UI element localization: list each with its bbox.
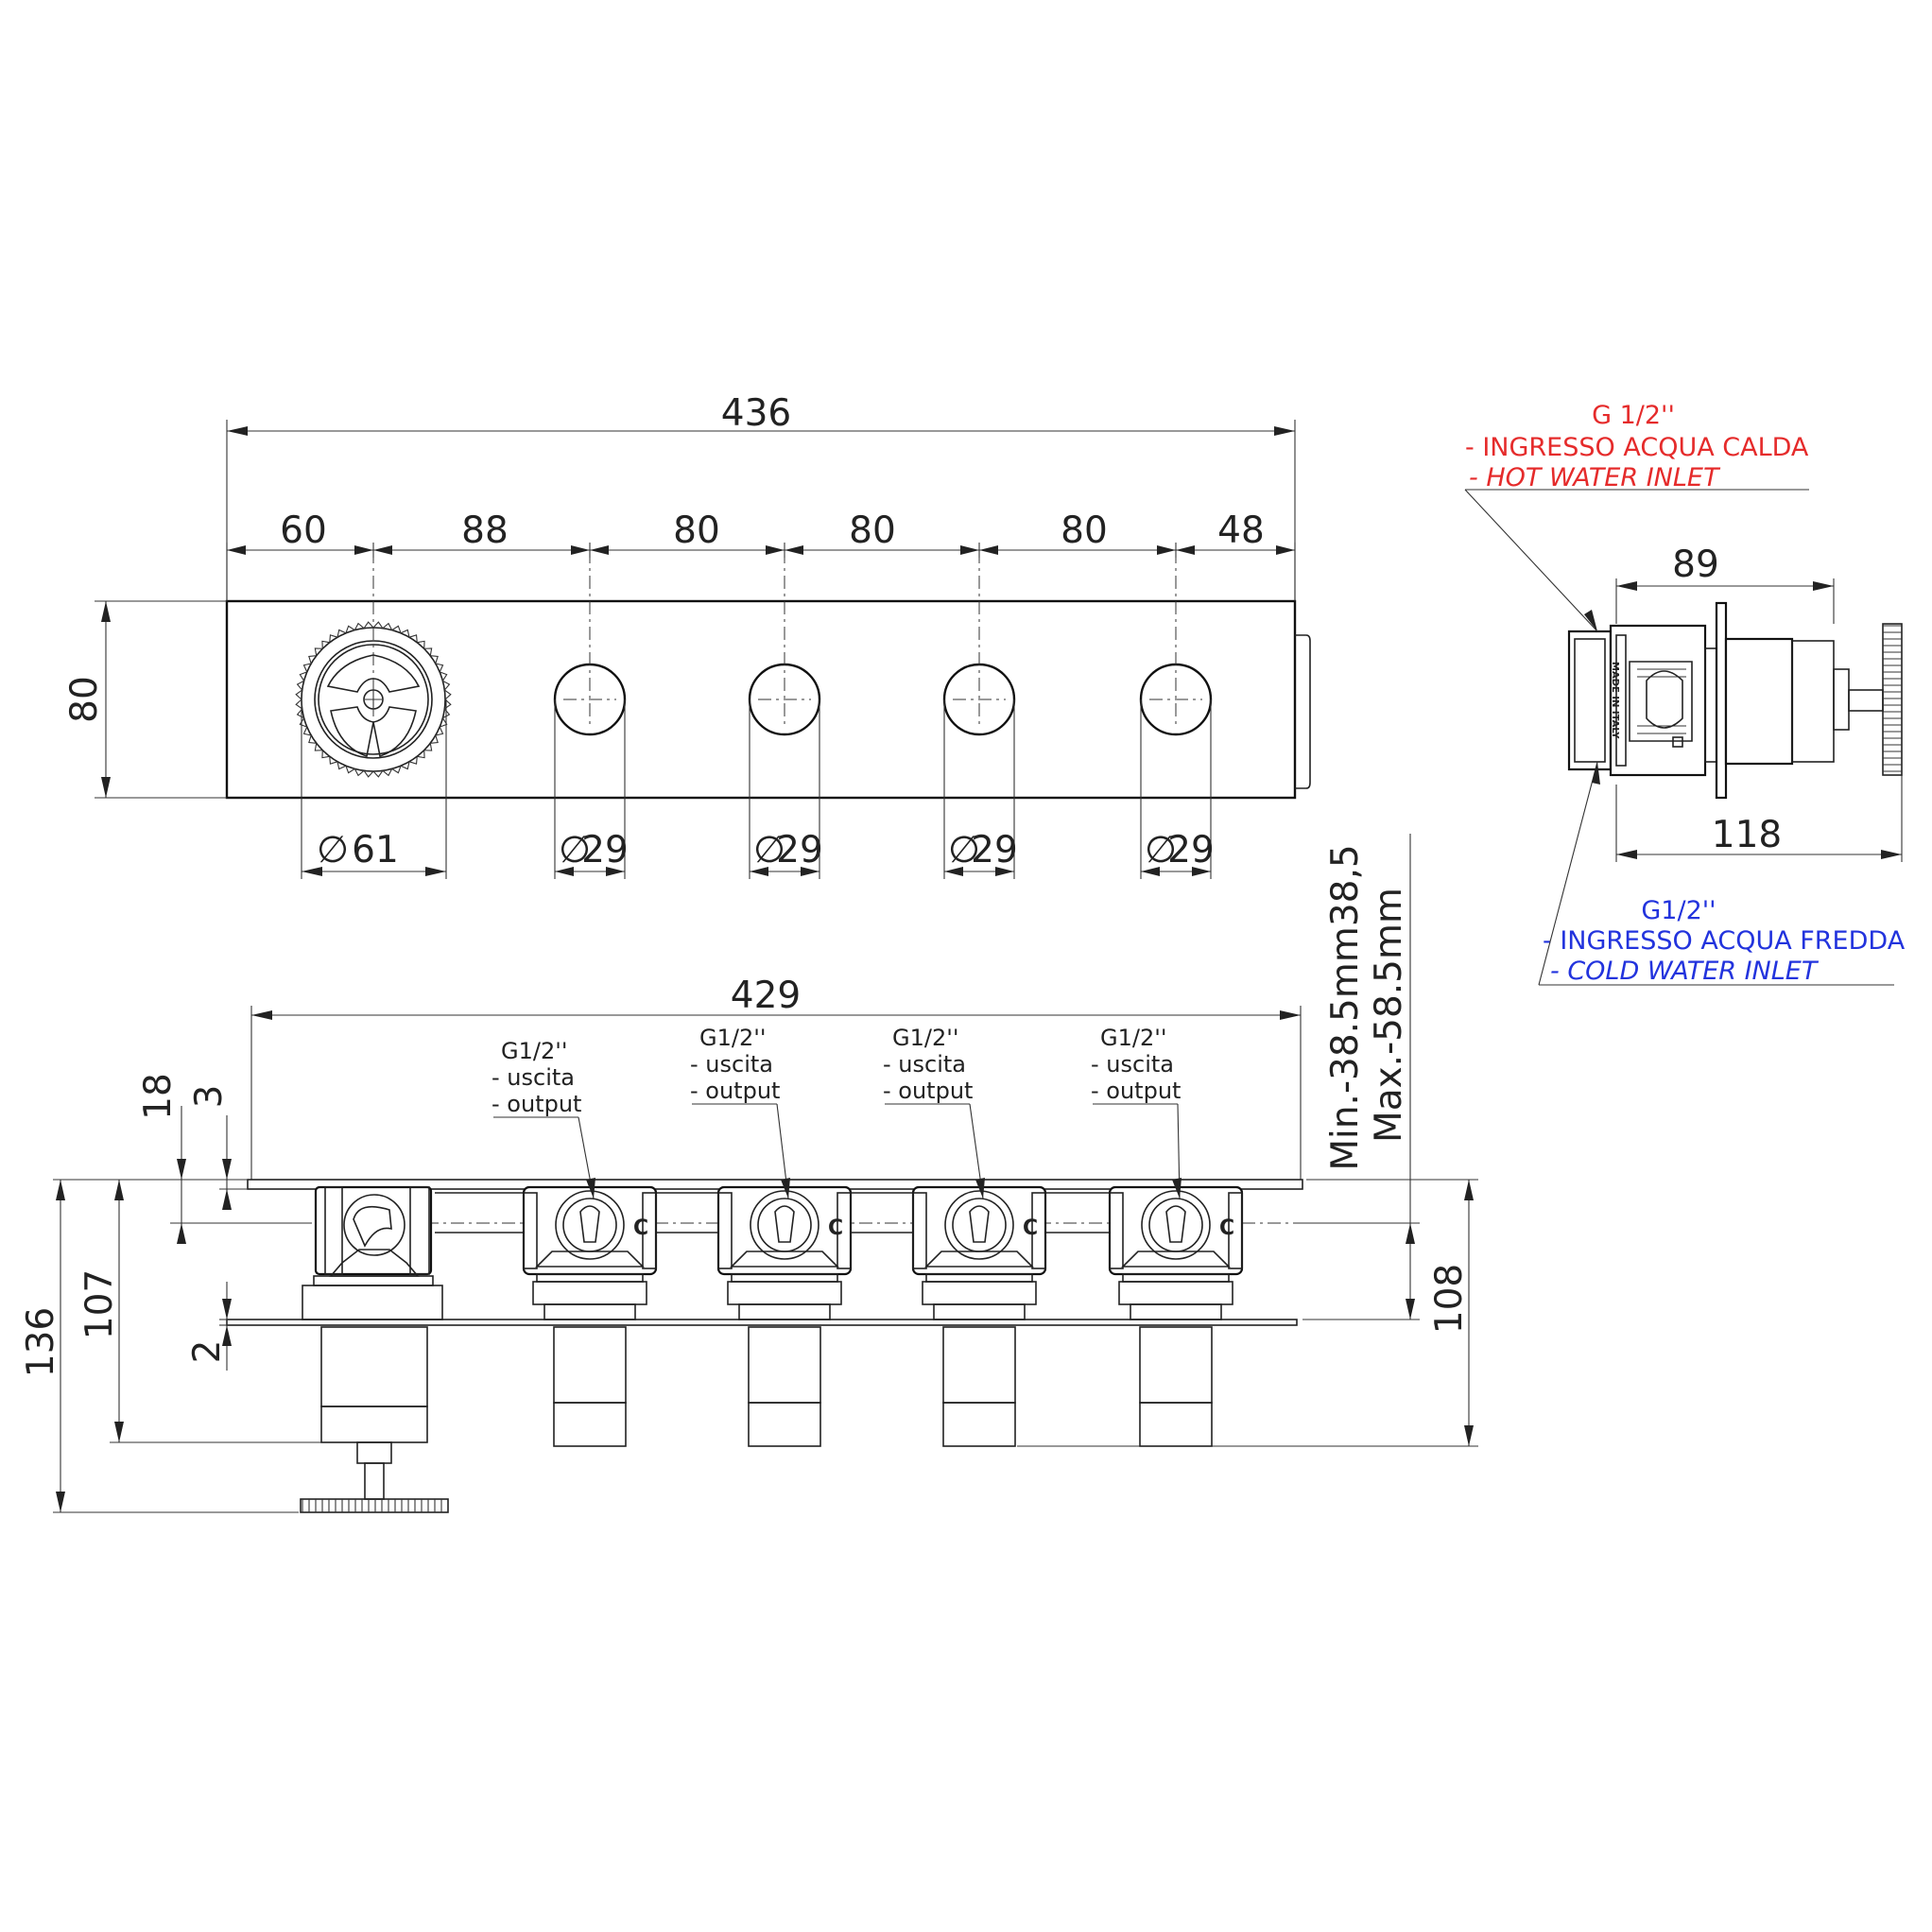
dim-136: 136 bbox=[20, 1307, 62, 1377]
knob-diameter-value: 29 bbox=[581, 829, 629, 871]
dim-3: 3 bbox=[188, 1085, 231, 1109]
output-label: G1/2''- uscita- output bbox=[492, 1038, 595, 1199]
output-thread: G1/2'' bbox=[892, 1025, 958, 1051]
cold-inlet-en: - COLD WATER INLET bbox=[1550, 957, 1820, 986]
dim-89: 89 bbox=[1672, 543, 1719, 586]
dim-2: 2 bbox=[186, 1340, 229, 1364]
dim-seg-2: 88 bbox=[461, 509, 509, 552]
cold-inlet-it: - INGRESSO ACQUA FREDDA bbox=[1543, 926, 1906, 956]
front-knob bbox=[748, 550, 821, 736]
dim-overall-width-bottom: 429 bbox=[731, 975, 801, 1017]
output-valve-mark: C bbox=[1219, 1216, 1234, 1240]
front-view: 436 60 88 80 80 80 48 80 bbox=[63, 392, 1311, 879]
hot-inlet-label: G 1/2'' - INGRESSO ACQUA CALDA - HOT WAT… bbox=[1464, 401, 1809, 632]
output-label: G1/2''- uscita- output bbox=[1091, 1025, 1182, 1199]
output-valve: C bbox=[1108, 1185, 1244, 1447]
dim-108: 108 bbox=[1428, 1264, 1471, 1334]
made-in-italy-stamp: MADE IN ITALY bbox=[1610, 662, 1620, 739]
dim-107: 107 bbox=[78, 1269, 121, 1339]
output-en: - output bbox=[883, 1078, 973, 1104]
knob-diameter-value: 29 bbox=[1167, 829, 1215, 871]
knob-diameter-dim: ∅29 bbox=[554, 699, 629, 879]
hot-inlet-it: - INGRESSO ACQUA CALDA bbox=[1465, 433, 1809, 462]
output-it: - uscita bbox=[492, 1064, 575, 1091]
output-label: G1/2''- uscita- output bbox=[690, 1025, 790, 1199]
knob-diameter-symbol: ∅ bbox=[559, 829, 591, 871]
output-label: G1/2''- uscita- output bbox=[883, 1025, 985, 1199]
cold-inlet-label: G1/2'' - INGRESSO ACQUA FREDDA - COLD WA… bbox=[1538, 761, 1906, 986]
output-valve-mark: C bbox=[1023, 1216, 1038, 1240]
output-en: - output bbox=[690, 1078, 780, 1104]
dim-main-diameter: 61 bbox=[352, 829, 399, 871]
bottom-view: 429 136 107 18 3 2 bbox=[20, 834, 1478, 1513]
front-plate bbox=[225, 599, 1297, 800]
dim-118: 118 bbox=[1712, 814, 1782, 856]
cold-inlet-thread: G1/2'' bbox=[1641, 896, 1716, 925]
dim-front-height: 80 bbox=[63, 676, 106, 723]
hot-inlet-thread: G 1/2'' bbox=[1592, 401, 1675, 430]
side-valve-body: MADE IN ITALY bbox=[1567, 601, 1903, 800]
output-thread: G1/2'' bbox=[699, 1025, 766, 1051]
dim-seg-5: 80 bbox=[1061, 509, 1108, 552]
front-knob bbox=[942, 550, 1016, 736]
knob-diameter-value: 29 bbox=[776, 829, 823, 871]
dim-seg-1: 60 bbox=[280, 509, 327, 552]
knob-diameter-dim: ∅29 bbox=[1140, 699, 1215, 879]
output-it: - uscita bbox=[690, 1051, 773, 1078]
output-it: - uscita bbox=[883, 1051, 966, 1078]
dim-main-diameter-symbol: ∅ bbox=[317, 829, 349, 871]
dim-seg-6: 48 bbox=[1217, 509, 1265, 552]
output-valve: C bbox=[911, 1185, 1047, 1447]
front-knob bbox=[553, 550, 627, 736]
output-thread: G1/2'' bbox=[1100, 1025, 1166, 1051]
front-plate-tab bbox=[1295, 634, 1311, 789]
knob-diameter-symbol: ∅ bbox=[1145, 829, 1177, 871]
cover-plate-back bbox=[226, 1319, 1298, 1326]
knob-diameter-symbol: ∅ bbox=[948, 829, 980, 871]
dim-18: 18 bbox=[137, 1073, 180, 1120]
dim-overall-width-front: 436 bbox=[721, 392, 791, 435]
output-valve-mark: C bbox=[633, 1216, 648, 1240]
knob-diameter-symbol: ∅ bbox=[753, 829, 785, 871]
output-en: - output bbox=[492, 1091, 581, 1117]
dim-seg-4: 80 bbox=[849, 509, 896, 552]
output-valve-mark: C bbox=[828, 1216, 843, 1240]
hot-inlet-en: - HOT WATER INLET bbox=[1469, 463, 1721, 492]
depth-min: Min.-38.5mm38,5 bbox=[1324, 844, 1367, 1170]
output-valve: C bbox=[522, 1185, 658, 1447]
output-en: - output bbox=[1091, 1078, 1181, 1104]
main-handwheel bbox=[295, 621, 452, 778]
main-valve-body bbox=[300, 1185, 449, 1513]
output-valve: C bbox=[716, 1185, 853, 1447]
front-knob bbox=[1139, 550, 1213, 736]
knob-diameter-value: 29 bbox=[971, 829, 1018, 871]
output-thread: G1/2'' bbox=[501, 1038, 567, 1064]
depth-max: Max.-58.5mm bbox=[1368, 888, 1410, 1143]
dim-seg-3: 80 bbox=[673, 509, 720, 552]
side-view: 89 118 MADE IN ITALY G 1/2 bbox=[1464, 401, 1906, 986]
knob-diameter-dim: ∅29 bbox=[943, 699, 1018, 879]
output-it: - uscita bbox=[1091, 1051, 1174, 1078]
knob-diameter-dim: ∅29 bbox=[749, 699, 823, 879]
